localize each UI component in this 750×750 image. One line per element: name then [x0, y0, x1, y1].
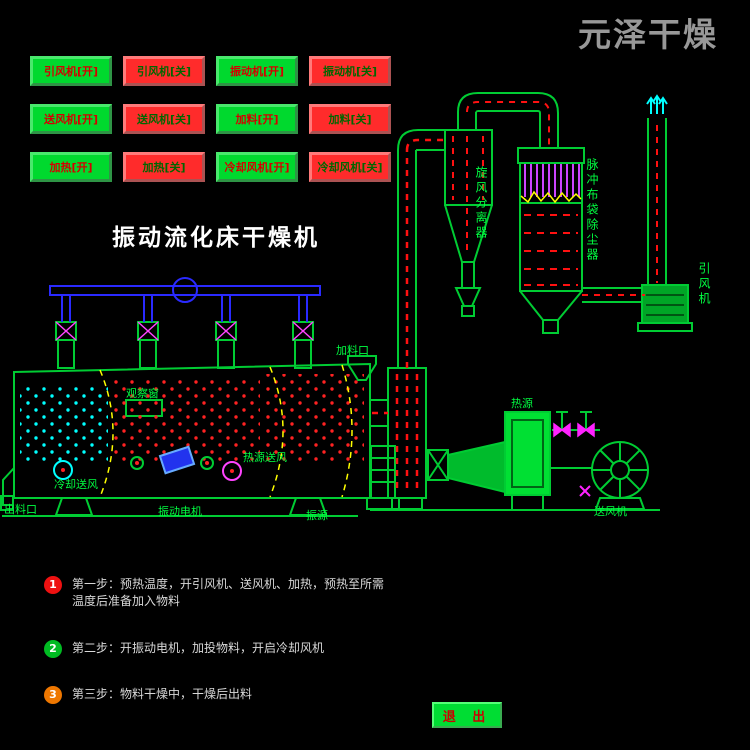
label-cyclone-separator: 旋风分离器 [474, 166, 488, 241]
button-induced-fan-off[interactable]: 引风机[关] [123, 56, 205, 86]
step-3: 3 第三步：物料干燥中，干燥后出料 [44, 686, 252, 704]
label-hot-air-supply: 热源送风 [243, 451, 287, 464]
label-cooling-air-supply: 冷却送风 [54, 478, 98, 491]
step-1-badge: 1 [44, 576, 62, 594]
step-2-badge: 2 [44, 640, 62, 658]
supply-fan-blower [591, 441, 649, 510]
cyclone-flow-dashes [452, 101, 550, 255]
label-observation-window: 观察窗 [126, 387, 159, 400]
exhaust-arrows [646, 94, 668, 114]
bed-legs [54, 497, 328, 516]
bed-ports [53, 445, 242, 481]
label-feed-inlet: 加料口 [336, 344, 369, 357]
watermark-logo: 元泽干燥 [578, 15, 718, 54]
bag-filter-bags [521, 164, 581, 197]
bag-filter-flow-dashes [524, 214, 578, 286]
stack-x-marks [55, 321, 314, 341]
step-2-text: 第二步：开振动电机，加投物料，开启冷却风机 [72, 641, 325, 655]
button-feed-off[interactable]: 加料[关] [309, 104, 391, 134]
label-vibration-source: 振源 [306, 509, 328, 522]
step-3-text: 第三步：物料干燥中，干燥后出料 [72, 687, 253, 701]
exhaust-duct-and-fan [582, 118, 693, 332]
valves [553, 422, 595, 497]
top-manifold-pipe [49, 277, 321, 322]
ground-lines [2, 509, 660, 517]
button-supply-fan-on[interactable]: 送风机[开] [30, 104, 112, 134]
button-supply-fan-off[interactable]: 送风机[关] [123, 104, 205, 134]
bed-section-dividers [99, 364, 353, 498]
bag-filter-zigzag [520, 190, 582, 204]
label-discharge-outlet: 出料口 [4, 503, 37, 516]
button-feed-on[interactable]: 加料[开] [216, 104, 298, 134]
button-heat-off[interactable]: 加热[关] [123, 152, 205, 182]
label-pulse-bag-filter: 脉冲布袋除尘器 [585, 158, 599, 263]
label-heat-source: 热源 [511, 397, 533, 410]
button-vibrator-on[interactable]: 振动机[开] [216, 56, 298, 86]
label-supply-fan: 送风机 [594, 505, 627, 518]
button-heat-on[interactable]: 加热[开] [30, 152, 112, 182]
step-1: 1 第一步：预热温度，开引风机、送风机、加热，预热至所需 温度后准备加入物料 [44, 576, 384, 610]
button-cooling-fan-off[interactable]: 冷却风机[关] [309, 152, 391, 182]
control-button-panel: 引风机[开] 引风机[关] 振动机[开] 振动机[关] 送风机[开] 送风机[关… [30, 56, 391, 182]
exit-button[interactable]: 退 出 [432, 702, 502, 728]
riser-flow-dashes [372, 138, 445, 492]
cyclone-separator [444, 92, 559, 317]
feed-hopper [347, 355, 377, 381]
button-cooling-fan-on[interactable]: 冷却风机[开] [216, 152, 298, 182]
page-title: 振动流化床干燥机 [112, 225, 320, 251]
bed-cooling-zone [20, 384, 108, 464]
button-induced-fan-on[interactable]: 引风机[开] [30, 56, 112, 86]
step-1-text: 第一步：预热温度，开引风机、送风机、加热，预热至所需 温度后准备加入物料 [72, 577, 385, 608]
bag-filter [517, 147, 585, 334]
button-vibrator-off[interactable]: 振动机[关] [309, 56, 391, 86]
bed-top-stacks [55, 321, 314, 369]
exhaust-flow-dashes [582, 125, 658, 296]
hot-air-unit [427, 411, 592, 510]
step-3-badge: 3 [44, 686, 62, 704]
label-vibration-motor: 振动电机 [158, 505, 202, 518]
step-2: 2 第二步：开振动电机，加投物料，开启冷却风机 [44, 640, 324, 658]
label-induced-draft-fan: 引风机 [697, 262, 711, 307]
